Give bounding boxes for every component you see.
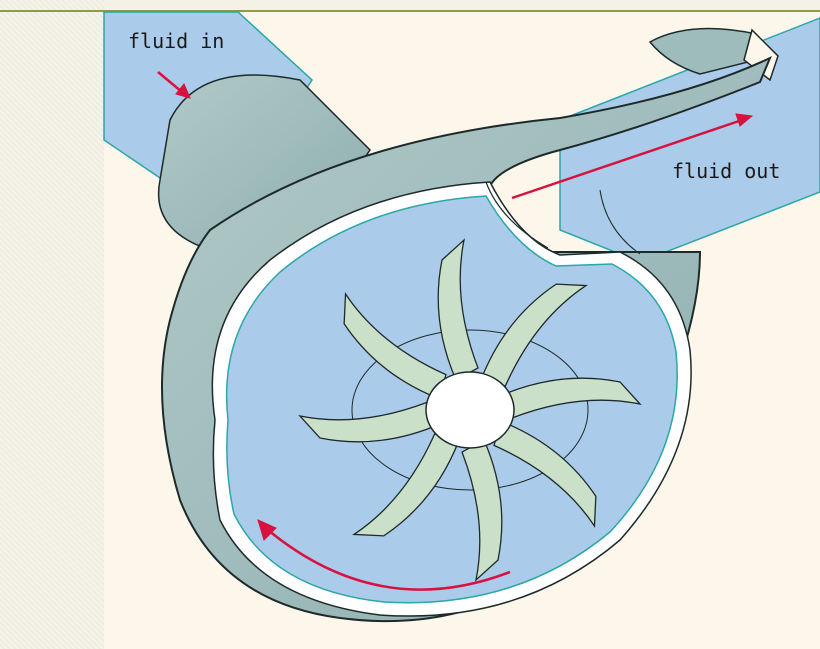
fluid-in-label: fluid in [128,29,224,53]
impeller-eye [426,372,514,448]
fluid-out-label: fluid out [672,159,780,183]
